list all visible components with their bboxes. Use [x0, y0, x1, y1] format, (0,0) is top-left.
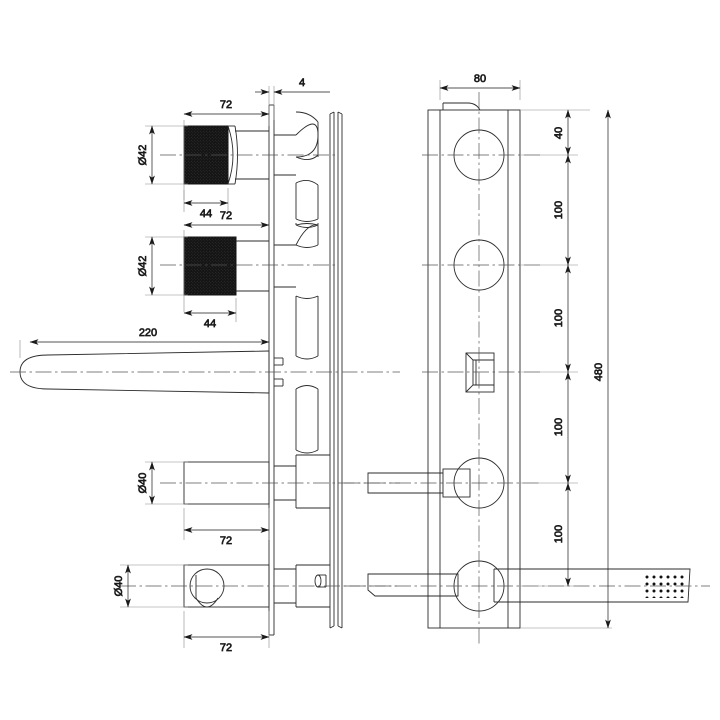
side-knurled-handle-lower [183, 180, 319, 296]
dim-label-handle2-knurl: 44 [204, 318, 216, 330]
dim-plate-width: 80 [439, 73, 521, 91]
dim-label-c4-c5: 100 [553, 525, 565, 543]
side-wall-plate [268, 104, 275, 636]
dim-label-plate-width: 80 [474, 73, 486, 85]
side-view [10, 104, 400, 636]
dim-outlet-dia: Ø40 [137, 461, 155, 505]
dim-label-c3-c4: 100 [553, 418, 565, 436]
side-outlet-body [183, 454, 330, 509]
front-spout-outlet [465, 352, 495, 393]
dim-holder-dia: Ø40 [113, 564, 131, 608]
dim-handle2-dia: Ø42 [137, 236, 155, 296]
dim-label-top-to-c1: 40 [553, 127, 565, 139]
dim-label-c2-c3: 100 [553, 309, 565, 327]
dim-label-spout-proj: 220 [139, 327, 157, 339]
side-bath-spout [19, 295, 319, 454]
front-hand-shower [367, 568, 691, 603]
dim-label-handle1-dia: Ø42 [137, 145, 149, 166]
side-knurled-handle-upper [183, 111, 319, 185]
dim-spout-proj: 220 [29, 327, 270, 345]
dim-handle2-knurl: 44 [183, 310, 237, 330]
side-wall-panel [329, 111, 343, 629]
dim-label-handle1-proj: 72 [220, 99, 232, 111]
dim-handle1-proj: 72 [183, 99, 270, 117]
dim-handle1-dia: Ø42 [137, 125, 155, 185]
dim-label-outlet-dia: Ø40 [137, 473, 149, 494]
dim-label-outlet-proj: 72 [220, 535, 232, 547]
dim-label-plate-thickness: 4 [299, 77, 305, 89]
dim-top-to-c1: 40 [553, 109, 571, 156]
dim-label-handle2-dia: Ø42 [137, 256, 149, 277]
dim-c4-c5: 100 [553, 482, 571, 587]
dim-handle1-knurl: 44 [183, 200, 229, 220]
dim-plate-thickness: 4 [255, 77, 330, 95]
dim-label-holder-dia: Ø40 [113, 576, 125, 597]
dim-handle2-proj: 72 [183, 210, 270, 228]
dim-c2-c3: 100 [553, 264, 571, 373]
dim-outlet-proj: 72 [183, 527, 270, 547]
dim-plate-height: 480 [593, 109, 611, 629]
front-centrelines [344, 92, 710, 645]
front-plate [427, 102, 521, 629]
dim-c3-c4: 100 [553, 371, 571, 484]
dim-label-handle1-knurl: 44 [200, 208, 212, 220]
dim-holder-proj: 72 [183, 634, 270, 654]
dim-c1-c2: 100 [553, 154, 571, 266]
dim-label-holder-proj: 72 [220, 642, 232, 654]
dim-label-handle2-proj: 72 [220, 210, 232, 222]
dim-label-plate-height: 480 [593, 363, 605, 381]
dim-label-c1-c2: 100 [553, 201, 565, 219]
front-view [344, 92, 710, 645]
dimension-layer: 4 72 44 Ø42 72 44 Ø42 [19, 73, 612, 654]
